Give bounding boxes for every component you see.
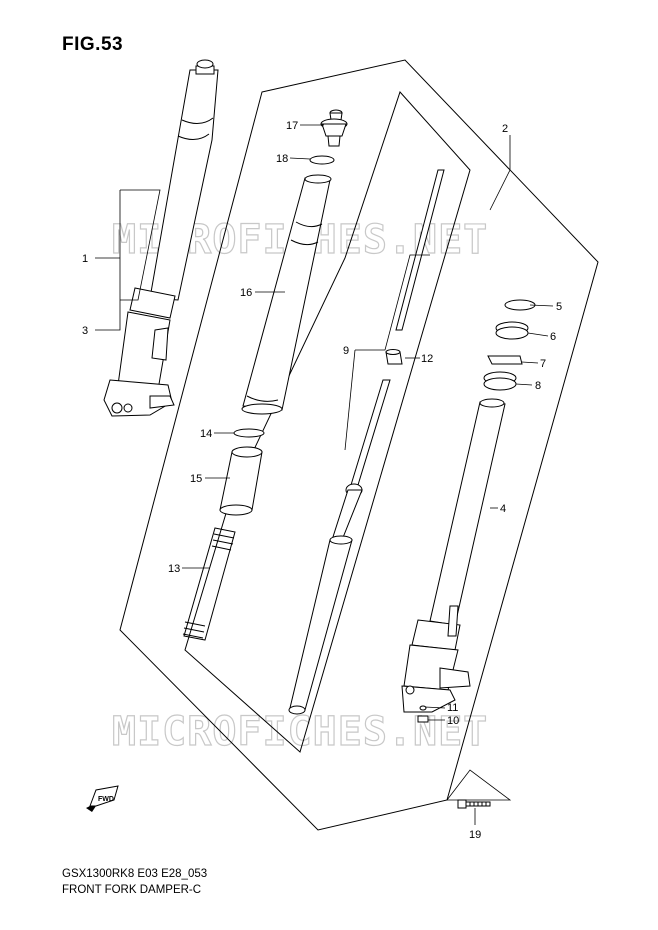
dust-seal-8 bbox=[483, 371, 517, 391]
leader-lines bbox=[95, 124, 554, 825]
oil-seal-14 bbox=[233, 428, 265, 438]
callout-10: 10 bbox=[447, 715, 459, 727]
figure-footer: GSX1300RK8 E03 E28_053 FRONT FORK DAMPER… bbox=[62, 866, 207, 898]
callout-13: 13 bbox=[168, 563, 180, 575]
callout-16: 16 bbox=[240, 287, 252, 299]
callout-15: 15 bbox=[190, 473, 202, 485]
fwd-arrow-label: FWD bbox=[98, 796, 114, 803]
seal-6 bbox=[495, 321, 529, 340]
callout-6: 6 bbox=[550, 331, 556, 343]
spacer-15 bbox=[219, 446, 263, 516]
watermark-bottom: MICROFICHES.NET bbox=[112, 709, 488, 755]
nut-12 bbox=[385, 349, 403, 365]
spring-13 bbox=[182, 527, 236, 641]
washer-11 bbox=[419, 705, 427, 711]
callout-labels: 1 2 3 4 5 6 7 8 9 10 11 12 13 14 15 16 1… bbox=[82, 120, 562, 841]
callout-9: 9 bbox=[343, 345, 349, 357]
callout-11: 11 bbox=[447, 702, 458, 714]
callout-7: 7 bbox=[540, 358, 546, 370]
callout-8: 8 bbox=[535, 380, 541, 392]
callout-14: 14 bbox=[200, 428, 212, 440]
callout-17: 17 bbox=[286, 120, 298, 132]
clip-7 bbox=[487, 355, 523, 365]
callout-1: 1 bbox=[82, 253, 88, 265]
fwd-arrow-icon: FWD bbox=[86, 785, 119, 812]
bolt-19 bbox=[457, 799, 491, 809]
figure-title: FIG.53 bbox=[62, 34, 124, 55]
assembly-frame-inner bbox=[184, 91, 471, 753]
callout-4: 4 bbox=[500, 503, 506, 515]
damper-rod-9 bbox=[288, 169, 445, 715]
callout-18: 18 bbox=[276, 153, 288, 165]
callout-2: 2 bbox=[502, 123, 508, 135]
callout-3: 3 bbox=[82, 325, 88, 337]
cap-bolt-17 bbox=[320, 109, 348, 147]
drain-bolt-10 bbox=[417, 715, 429, 723]
figure-name: FRONT FORK DAMPER-C bbox=[62, 884, 202, 896]
callout-5: 5 bbox=[556, 301, 562, 313]
callout-19: 19 bbox=[469, 829, 481, 841]
outer-tube-16 bbox=[241, 174, 332, 415]
callout-12: 12 bbox=[421, 353, 433, 365]
o-ring-18 bbox=[309, 155, 335, 165]
figure-code: GSX1300RK8 E03 E28_053 bbox=[62, 868, 208, 880]
inner-tube-4 bbox=[401, 398, 506, 713]
fork-assembly-left bbox=[103, 59, 219, 417]
